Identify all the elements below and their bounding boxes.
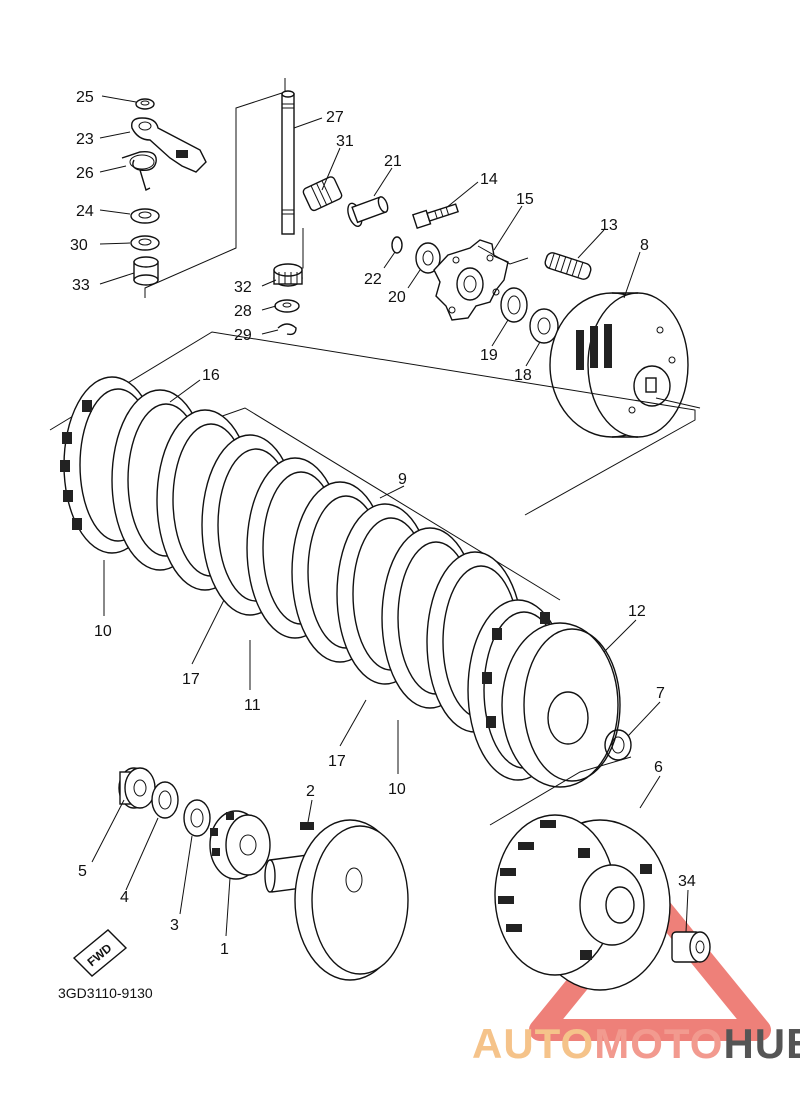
shift-lever-group <box>121 78 286 298</box>
clutch-boss <box>549 292 701 438</box>
callout-8: 8 <box>640 237 649 254</box>
callout-34: 34 <box>678 873 696 890</box>
clutch-housing <box>489 756 711 991</box>
callout-7: 7 <box>656 685 665 702</box>
callout-5: 5 <box>78 863 87 880</box>
primary-gear-group <box>72 767 409 981</box>
callout-20: 20 <box>388 289 406 306</box>
callout-10-left: 10 <box>94 623 112 640</box>
watermark-part-auto: AUTO <box>472 1020 594 1067</box>
callout-1: 1 <box>220 941 229 958</box>
callout-25: 25 <box>76 89 94 106</box>
callout-labels: 25 23 26 24 30 33 27 31 21 14 15 13 8 22… <box>70 89 696 958</box>
callout-33: 33 <box>72 277 90 294</box>
callout-30: 30 <box>70 237 88 254</box>
callout-31: 31 <box>336 133 354 150</box>
callout-32: 32 <box>234 279 252 296</box>
callout-17-left: 17 <box>182 671 200 688</box>
watermark-part-moto: MOTO <box>594 1020 723 1067</box>
callout-16: 16 <box>202 367 220 384</box>
pressure-plate-parts-group <box>347 196 592 344</box>
callout-15: 15 <box>516 191 534 208</box>
callout-18: 18 <box>514 367 532 384</box>
diagram-code: 3GD3110-9130 <box>58 985 153 1001</box>
callout-19: 19 <box>480 347 498 364</box>
clutch-plates <box>60 376 632 788</box>
callout-24: 24 <box>76 203 94 220</box>
callout-21: 21 <box>384 153 402 170</box>
callout-3: 3 <box>170 917 179 934</box>
callout-4: 4 <box>120 889 129 906</box>
callout-9: 9 <box>398 471 407 488</box>
watermark-text: AUTOMOTOHUB <box>472 1020 800 1067</box>
callout-17-right: 17 <box>328 753 346 770</box>
push-lever-shaft-group <box>273 90 343 336</box>
callout-12: 12 <box>628 603 646 620</box>
watermark-part-hub: HUB <box>723 1020 800 1067</box>
callout-22: 22 <box>364 271 382 288</box>
callout-23: 23 <box>76 131 94 148</box>
callout-6: 6 <box>654 759 663 776</box>
callout-2: 2 <box>306 783 315 800</box>
callout-26: 26 <box>76 165 94 182</box>
callout-29: 29 <box>234 327 252 344</box>
callout-28: 28 <box>234 303 252 320</box>
callout-27: 27 <box>326 109 344 126</box>
callout-14: 14 <box>480 171 498 188</box>
callout-10-right: 10 <box>388 781 406 798</box>
callout-11: 11 <box>244 697 261 714</box>
leader-lines <box>91 95 689 937</box>
callout-13: 13 <box>600 217 618 234</box>
